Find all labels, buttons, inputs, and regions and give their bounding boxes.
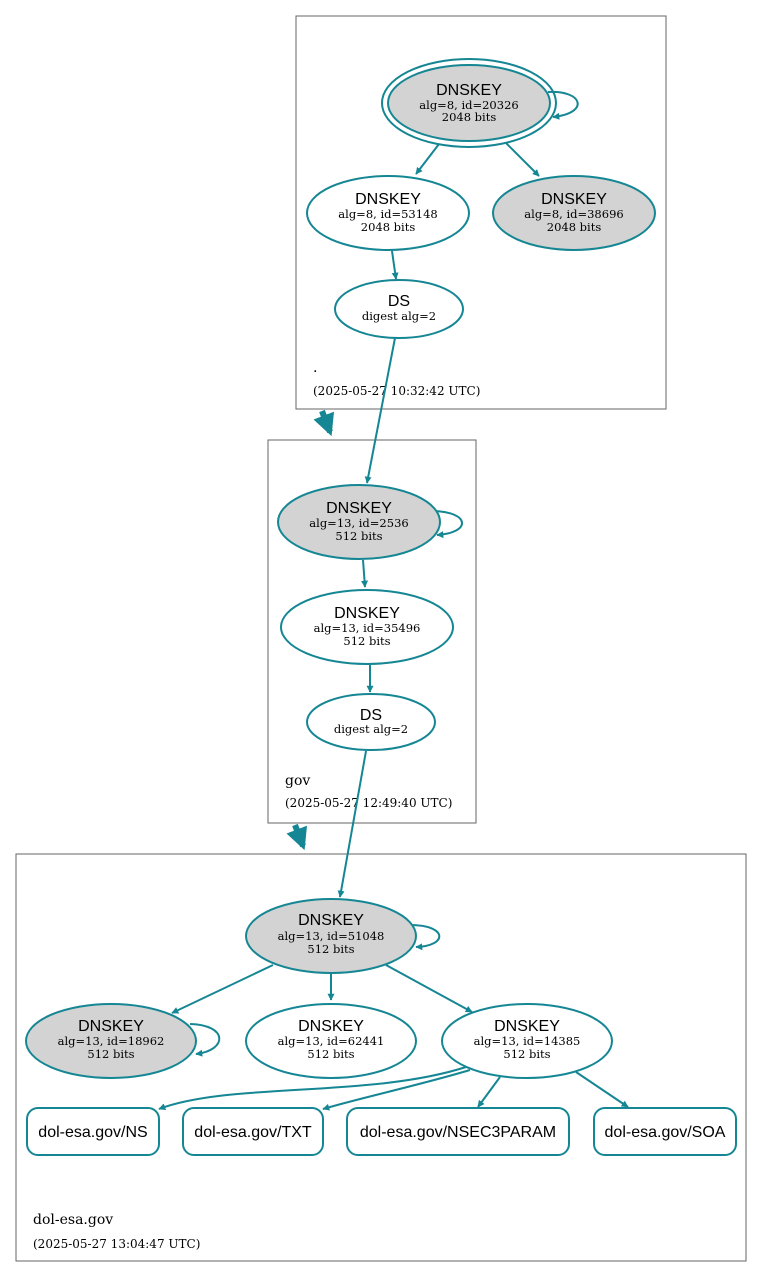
dnskey-node-gov-35496: DNSKEY alg=13, id=35496 512 bits [280, 589, 454, 665]
zone-root-timestamp: (2025-05-27 10:32:42 UTC) [313, 384, 480, 398]
dnskey-alg-id: alg=13, id=51048 [278, 929, 385, 943]
dnskey-ellipse [306, 175, 470, 251]
dnskey-bits: 512 bits [335, 529, 382, 543]
edge-dol-k3-ns [158, 1066, 467, 1111]
dnskey-bits: 512 bits [307, 1047, 354, 1061]
ds-node-root: DS digest alg=2 [334, 279, 464, 339]
ds-digest: digest alg=2 [334, 722, 408, 736]
delegation-arrow-gov-dol [286, 823, 308, 851]
dnskey-alg-id: alg=13, id=14385 [474, 1034, 581, 1048]
edge-root-ksk-zsk1 [415, 143, 440, 175]
delegation-arrow-root-gov [313, 409, 335, 437]
dnskey-ellipse [245, 1003, 417, 1079]
dnskey-alg-id: alg=13, id=18962 [58, 1034, 165, 1048]
edge-dol-ksk-k1 [171, 964, 274, 1014]
dnskey-node-root-20326: DNSKEY alg=8, id=20326 2048 bits [381, 58, 557, 148]
rrset-ns-label: dol-esa.gov/NS [38, 1124, 147, 1141]
rrset-ns-box [26, 1107, 160, 1156]
dnskey-bits: 512 bits [87, 1047, 134, 1061]
zone-dol-name: dol-esa.gov [33, 1212, 113, 1228]
dnskey-title: DNSKEY [298, 1018, 364, 1035]
edges [158, 90, 629, 1111]
dnskey-bits: 512 bits [503, 1047, 550, 1061]
dnskey-ellipse [245, 898, 417, 974]
dnskey-bits: 2048 bits [547, 220, 602, 234]
dnskey-node-dol-51048: DNSKEY alg=13, id=51048 512 bits [245, 898, 417, 974]
dnskey-ellipse [25, 1003, 197, 1079]
edge-dol-k3-txt [322, 1069, 471, 1111]
dnskey-alg-id: alg=8, id=53148 [338, 207, 437, 221]
rrset-txt-box [182, 1107, 324, 1156]
ds-title: DS [360, 707, 382, 724]
ds-ellipse [334, 279, 464, 339]
dnskey-alg-id: alg=13, id=35496 [314, 621, 421, 635]
dnskey-ellipse [387, 64, 551, 142]
zone-dol-timestamp: (2025-05-27 13:04:47 UTC) [33, 1237, 200, 1251]
rrset-soa-label: dol-esa.gov/SOA [605, 1124, 726, 1141]
dnskey-title: DNSKEY [78, 1018, 144, 1035]
dnskey-bits: 512 bits [343, 634, 390, 648]
dnskey-alg-id: alg=8, id=20326 [419, 98, 518, 112]
dnskey-alg-id: alg=13, id=2536 [309, 516, 408, 530]
dnskey-node-dol-14385: DNSKEY alg=13, id=14385 512 bits [441, 1003, 613, 1079]
rrset-soa: dol-esa.gov/SOA [593, 1107, 737, 1156]
dnskey-ellipse [441, 1003, 613, 1079]
edge-dol-ksk-k3 [385, 964, 473, 1013]
ds-node-gov: DS digest alg=2 [306, 693, 436, 751]
rrset-nsec3param: dol-esa.gov/NSEC3PARAM [346, 1107, 570, 1156]
rrset-txt-label: dol-esa.gov/TXT [194, 1124, 312, 1141]
dnskey-bits: 2048 bits [442, 110, 497, 124]
edge-gov-ksk-zsk [361, 559, 369, 588]
dnskey-bits: 2048 bits [361, 220, 416, 234]
dnskey-node-root-53148: DNSKEY alg=8, id=53148 2048 bits [306, 175, 470, 251]
rrset-soa-box [593, 1107, 737, 1156]
rrset-ns: dol-esa.gov/NS [26, 1107, 160, 1156]
edge-dol-ksk-self [409, 924, 441, 951]
zone-root-name: . [313, 360, 317, 376]
dnskey-title: DNSKEY [494, 1018, 560, 1035]
edge-gov-ds-dol-ksk [337, 750, 367, 898]
trust-anchor-ring [381, 58, 557, 148]
dnskey-alg-id: alg=13, id=62441 [278, 1034, 385, 1048]
zone-gov-name: gov [285, 773, 310, 789]
rrset-txt: dol-esa.gov/TXT [182, 1107, 324, 1156]
ds-ellipse [306, 693, 436, 751]
edge-root-ds-gov-ksk [364, 337, 396, 484]
dnskey-ellipse [277, 484, 441, 560]
dnskey-title: DNSKEY [298, 912, 364, 929]
dnskey-node-dol-62441: DNSKEY alg=13, id=62441 512 bits [245, 1003, 417, 1079]
dnskey-title: DNSKEY [334, 605, 400, 622]
zone-gov-timestamp: (2025-05-27 12:49:40 UTC) [285, 796, 452, 810]
edge-root-ksk-self [547, 90, 579, 120]
dnskey-title: DNSKEY [355, 191, 421, 208]
dnskey-title: DNSKEY [436, 82, 502, 99]
edge-dol-k3-nsec3param [477, 1076, 501, 1108]
edge-root-zsk1-ds [391, 250, 399, 280]
dnskey-bits: 512 bits [307, 942, 354, 956]
dnskey-title: DNSKEY [541, 191, 607, 208]
ds-digest: digest alg=2 [362, 309, 436, 323]
dnskey-alg-id: alg=8, id=38696 [524, 207, 623, 221]
ds-title: DS [388, 293, 410, 310]
edge-root-ksk-zsk2 [505, 142, 540, 177]
rrset-nsec3param-label: dol-esa.gov/NSEC3PARAM [360, 1124, 556, 1141]
dnskey-node-root-38696: DNSKEY alg=8, id=38696 2048 bits [492, 175, 656, 251]
edge-dol-k3-soa [575, 1071, 629, 1108]
dnskey-node-gov-2536: DNSKEY alg=13, id=2536 512 bits [277, 484, 441, 560]
dnskey-ellipse [492, 175, 656, 251]
edge-gov-ksk-self [432, 510, 463, 539]
rrset-nsec3param-box [346, 1107, 570, 1156]
dnskey-title: DNSKEY [326, 500, 392, 517]
dnskey-ellipse [280, 589, 454, 665]
edge-dol-k1-self [189, 1023, 221, 1057]
dnskey-node-dol-18962: DNSKEY alg=13, id=18962 512 bits [25, 1003, 197, 1079]
